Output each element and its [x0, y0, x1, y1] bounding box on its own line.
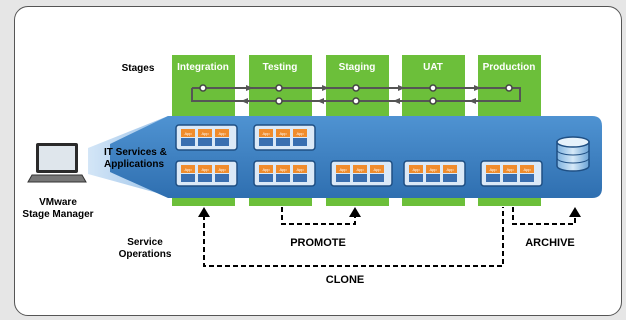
- promote-line: [281, 207, 356, 225]
- it-services-label-line2: Applications: [104, 159, 165, 170]
- vmware-stage-manager-label: VMware Stage Manager: [18, 197, 98, 221]
- app-vm-icon: App: [293, 165, 307, 182]
- clone-arrow-icon: [198, 207, 210, 217]
- app-chip-label: App: [339, 167, 347, 172]
- app-chip-label: App: [218, 131, 226, 136]
- app-vm-icon: App: [215, 165, 229, 182]
- app-group-frame: [253, 124, 316, 151]
- app-group-frame: [175, 124, 238, 151]
- archive-arrow-icon: [569, 207, 581, 217]
- app-group-frame: [403, 160, 466, 187]
- archive-line: [512, 207, 576, 225]
- service-operations-label-line2: Operations: [118, 249, 172, 260]
- app-chip-label: App: [279, 167, 287, 172]
- app-group: App App App: [253, 124, 316, 151]
- laptop-icon: [27, 143, 87, 183]
- app-chip-label: App: [184, 167, 192, 172]
- archive-label: ARCHIVE: [525, 237, 575, 249]
- app-group-frame: [330, 160, 393, 187]
- stage-manager-label: Stage Manager: [22, 209, 94, 220]
- app-group: App App App: [175, 124, 238, 151]
- database-icon: [556, 136, 590, 172]
- app-group-frame: [253, 160, 316, 187]
- app-vm-icon: App: [198, 165, 212, 182]
- app-vm-icon: App: [370, 165, 384, 182]
- app-vm-icon: App: [293, 129, 307, 146]
- app-chip-label: App: [296, 167, 304, 172]
- app-group: App App App: [480, 160, 543, 187]
- app-vm-icon: App: [353, 165, 367, 182]
- app-chip-label: App: [506, 167, 514, 172]
- app-chip-label: App: [429, 167, 437, 172]
- app-group-frame: [175, 160, 238, 187]
- app-vm-icon: App: [426, 165, 440, 182]
- stage-title-testing: Testing: [262, 62, 298, 73]
- stage-title-integration: Integration: [177, 62, 229, 73]
- it-services-label-line1: IT Services &: [104, 147, 167, 158]
- app-chip-label: App: [262, 167, 270, 172]
- app-chip-label: App: [489, 167, 497, 172]
- app-chip-label: App: [262, 131, 270, 136]
- service-operations-label: Service Operations: [115, 237, 175, 261]
- vmware-label: VMware: [39, 197, 77, 208]
- app-chip-label: App: [218, 167, 226, 172]
- app-vm-icon: App: [198, 129, 212, 146]
- app-vm-icon: App: [486, 165, 500, 182]
- app-vm-icon: App: [215, 129, 229, 146]
- stage-title-production: Production: [482, 62, 536, 73]
- app-vm-icon: App: [259, 165, 273, 182]
- app-group: App App App: [330, 160, 393, 187]
- app-vm-icon: App: [276, 165, 290, 182]
- app-vm-icon: App: [181, 165, 195, 182]
- app-vm-icon: App: [259, 129, 273, 146]
- app-vm-icon: App: [503, 165, 517, 182]
- app-group: App App App: [253, 160, 316, 187]
- app-vm-icon: App: [520, 165, 534, 182]
- stage-title-staging: Staging: [338, 62, 376, 73]
- app-chip-label: App: [356, 167, 364, 172]
- app-chip-label: App: [523, 167, 531, 172]
- app-chip-label: App: [412, 167, 420, 172]
- app-vm-icon: App: [276, 129, 290, 146]
- pipeline-arrows: [241, 85, 481, 104]
- app-vm-icon: App: [443, 165, 457, 182]
- app-vm-icon: App: [181, 129, 195, 146]
- app-chip-label: App: [201, 131, 209, 136]
- app-group: App App App: [175, 160, 238, 187]
- app-chip-label: App: [296, 131, 304, 136]
- clone-label: CLONE: [325, 274, 365, 286]
- stages-label: Stages: [121, 63, 155, 74]
- flow-lines: [203, 207, 576, 267]
- app-chip-label: App: [446, 167, 454, 172]
- app-vm-icon: App: [409, 165, 423, 182]
- app-chip-label: App: [279, 131, 287, 136]
- stage-title-uat: UAT: [423, 62, 443, 73]
- app-chip-label: App: [201, 167, 209, 172]
- flow-arrowheads: [198, 207, 581, 217]
- app-chip-label: App: [373, 167, 381, 172]
- service-operations-label-line1: Service: [127, 237, 163, 248]
- clone-line: [203, 207, 504, 267]
- promote-arrow-icon: [349, 207, 361, 217]
- app-group: App App App: [403, 160, 466, 187]
- app-vm-icon: App: [336, 165, 350, 182]
- app-chip-label: App: [184, 131, 192, 136]
- promote-label: PROMOTE: [290, 237, 346, 249]
- app-group-frame: [480, 160, 543, 187]
- it-services-label: IT Services & Applications: [104, 147, 172, 171]
- pipeline-nodes: [199, 84, 513, 105]
- stage-pipeline: [191, 87, 521, 102]
